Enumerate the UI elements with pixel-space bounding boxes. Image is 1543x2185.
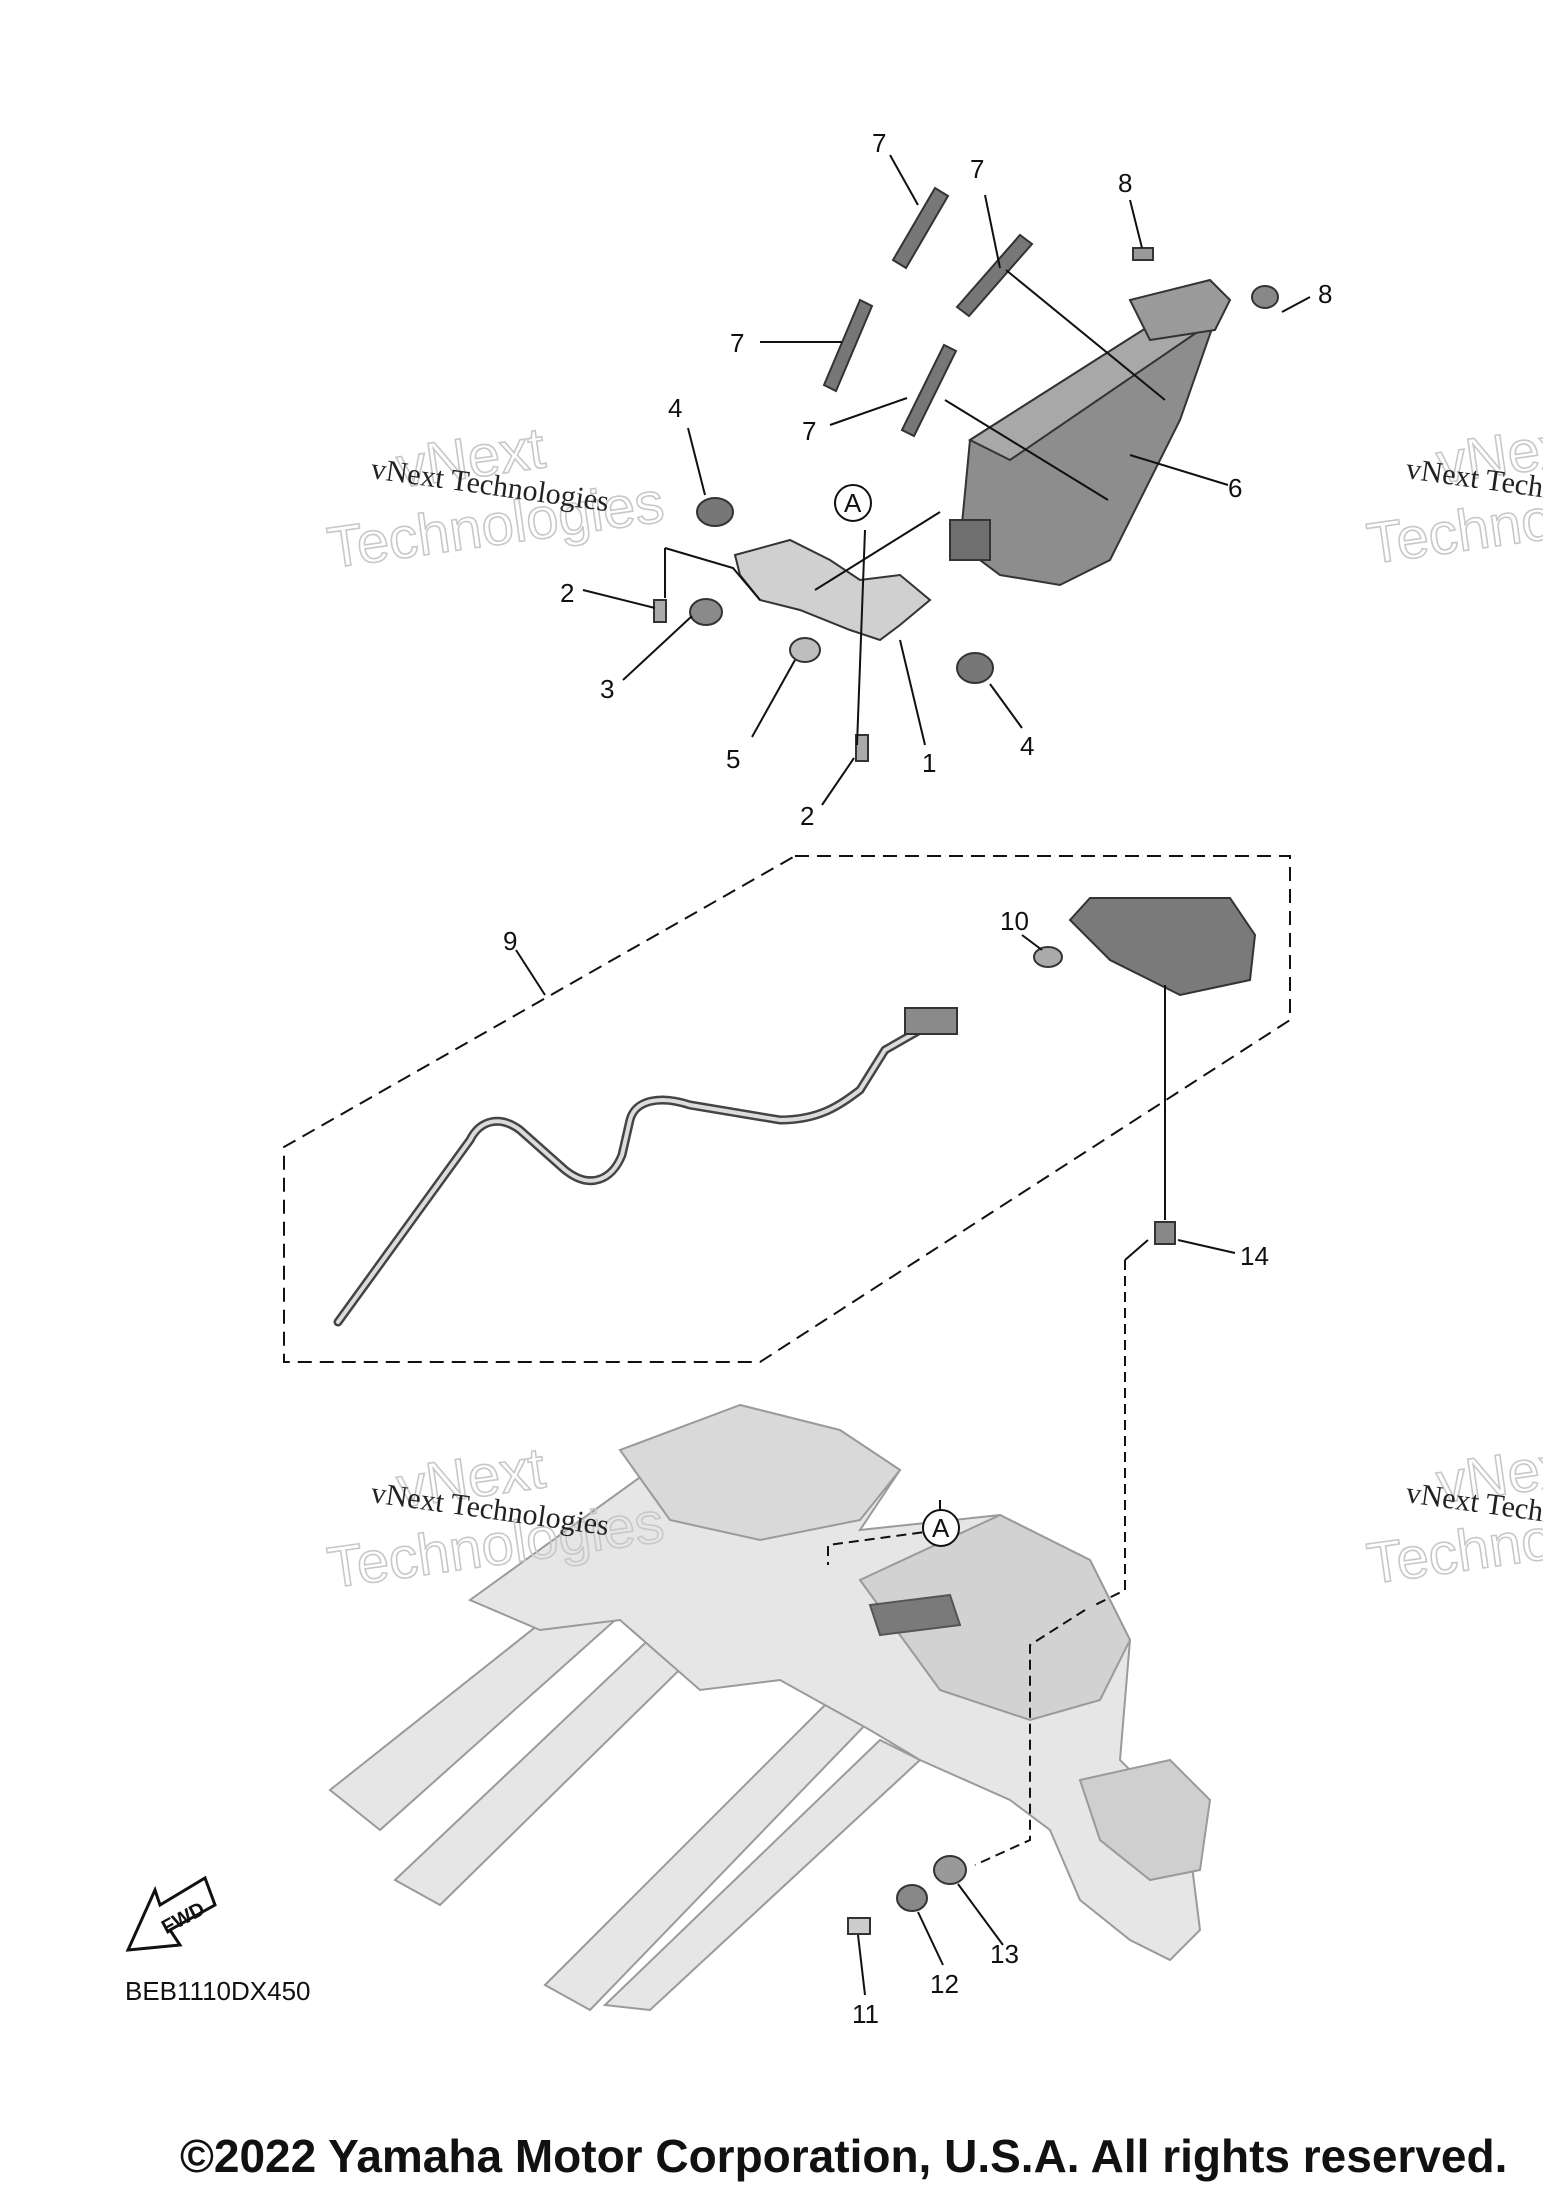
- collar-3: [689, 598, 723, 626]
- clip-14: [1154, 1221, 1176, 1245]
- callout-7: 7: [730, 328, 744, 358]
- ecu-bracket-tab: [1128, 278, 1232, 342]
- callout-14: 14: [1240, 1241, 1269, 1271]
- reference-a-label: A: [932, 1513, 950, 1543]
- install-guide-13: [974, 1609, 1086, 1866]
- fwd-arrow-icon: [125, 1875, 217, 1952]
- strip-7a: [891, 186, 950, 270]
- frame-rear-section: [858, 1513, 1132, 1722]
- clip-8a: [1132, 247, 1154, 261]
- callout-8: 8: [1318, 279, 1332, 309]
- collar-5: [789, 637, 821, 663]
- copyright-notice: ©2022 Yamaha Motor Corporation, U.S.A. A…: [180, 2130, 1507, 2182]
- callout-5: 5: [726, 744, 740, 774]
- washer-12: [896, 1884, 928, 1912]
- clip-8b: [1251, 285, 1279, 309]
- grommet-13: [933, 1855, 967, 1885]
- ecu-connector: [949, 519, 991, 561]
- sensor-wire: [333, 1025, 925, 1327]
- callout-7: 7: [970, 154, 984, 184]
- reference-a-label: A: [844, 488, 862, 518]
- callout-6: 6: [1228, 473, 1242, 503]
- callout-2: 2: [560, 578, 574, 608]
- callout-13: 13: [990, 1939, 1019, 1969]
- frame-assembly: 11 12 13 A: [328, 1239, 1212, 2029]
- fwd-arrow: FWD: [125, 1875, 217, 1952]
- callout-1: 1: [922, 748, 936, 778]
- strip-7b: [955, 233, 1034, 318]
- frame-rear-bracket: [1078, 1758, 1212, 1882]
- callout-8: 8: [1118, 168, 1132, 198]
- callout-12: 12: [930, 1969, 959, 1999]
- frame-strip: [868, 1593, 962, 1637]
- callout-7: 7: [802, 416, 816, 446]
- callout-11: 11: [852, 1999, 879, 2029]
- kit-boundary: [283, 855, 1291, 1363]
- callout-4: 4: [668, 393, 682, 423]
- callout-10: 10: [1000, 906, 1029, 936]
- install-guide-a: [827, 1500, 941, 1565]
- callout-2: 2: [800, 801, 814, 831]
- part-code: BEB1110DX450: [125, 1976, 311, 2006]
- sensor-kit: 9 10 14: [283, 855, 1291, 1363]
- frame-top-plate: [618, 1403, 902, 1542]
- bolt-2-lower: [855, 734, 869, 762]
- damper-4-lower: [956, 652, 994, 684]
- strip-7d: [900, 343, 958, 438]
- install-guide-14: [1094, 1260, 1126, 1606]
- callout-3: 3: [600, 674, 614, 704]
- callout-9: 9: [503, 926, 517, 956]
- bolt-2-upper: [653, 599, 667, 623]
- callout-4: 4: [1020, 731, 1034, 761]
- damper-4-upper: [696, 497, 734, 527]
- reference-a-circle: [834, 484, 872, 522]
- sensor-cover: [1068, 897, 1257, 997]
- ecu-bracket: [733, 538, 932, 642]
- ecu-assembly: 7 7 7 7 8 8 6 4 4 2 2 3 5 1 A: [560, 128, 1332, 831]
- watermarks: vNext Technologies vNext Technologies vN…: [323, 410, 1543, 1601]
- bolt-11: [847, 1917, 871, 1935]
- callout-7: 7: [872, 128, 886, 158]
- sensor-connector: [904, 1007, 958, 1035]
- reference-a-circle: [922, 1509, 960, 1547]
- cap-10: [1033, 946, 1063, 968]
- strip-7c: [822, 298, 874, 393]
